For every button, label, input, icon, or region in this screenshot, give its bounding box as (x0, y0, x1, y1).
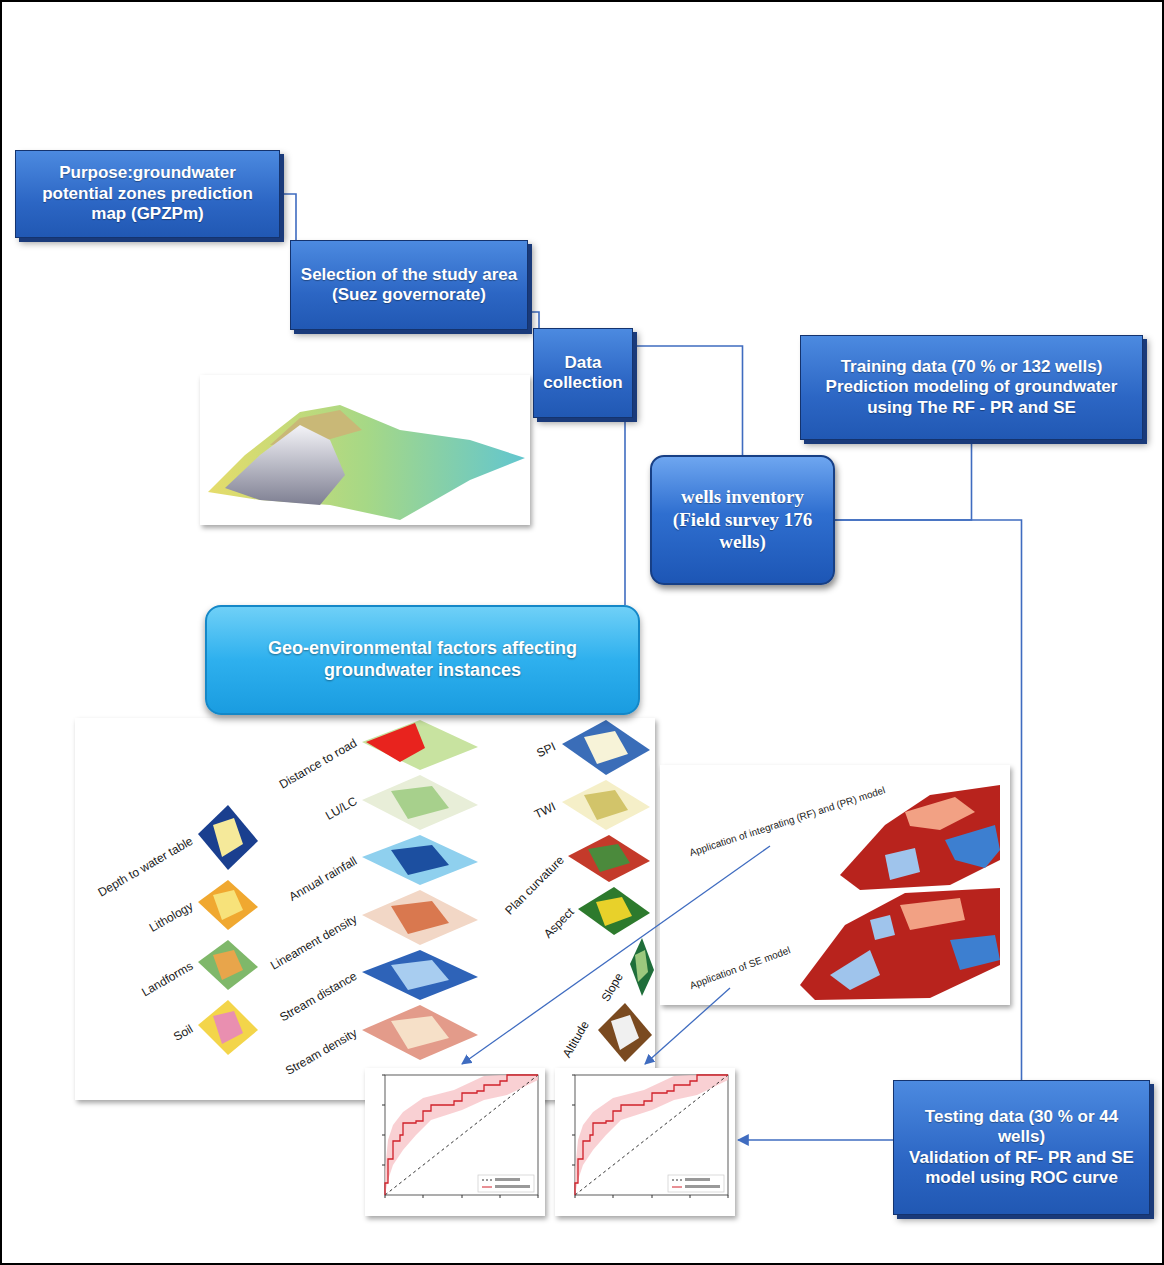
data-box: Testing data (30 % or 44 wells)Validatio… (893, 1080, 1150, 1215)
layer-patch-detail (366, 723, 425, 762)
layer-patch-detail (596, 897, 632, 926)
layer-patch (568, 835, 650, 882)
data-box: Training data (70 % or 132 wells)Predict… (800, 335, 1143, 440)
process-box: Data collection (533, 328, 633, 418)
layer-label: Annual rainfall (287, 854, 360, 904)
box-text: Prediction modeling of groundwater using… (809, 377, 1134, 418)
layer-label: Aspect (541, 905, 577, 941)
layer-patch-detail (584, 790, 628, 820)
layer-label: Soil (171, 1022, 196, 1044)
layer-label: Distance to road (277, 736, 360, 792)
leader-arrow (462, 846, 770, 1064)
box-text: Geo-environmental factors affecting grou… (215, 638, 630, 681)
layer-patch (362, 835, 478, 885)
layer-patch-detail (213, 818, 243, 857)
layer-label: Landforms (139, 959, 195, 1000)
map-zone (945, 825, 1000, 868)
layer-patch (630, 938, 654, 996)
map-zone (900, 898, 965, 930)
layer-patch-detail (391, 786, 449, 819)
layer-patch (562, 780, 650, 830)
layer-patch-detail (588, 844, 630, 872)
layer-patch-detail (213, 890, 243, 920)
connector-line (624, 418, 626, 605)
process-box: Selection of the study area(Suez governo… (290, 240, 528, 330)
layer-label: SPI (534, 739, 558, 760)
box-text: wells inventory (660, 486, 825, 509)
layer-label: Stream density (283, 1026, 360, 1078)
layer-label: Lithology (147, 899, 196, 935)
roc-plot-rf-pr (365, 1068, 545, 1216)
layer-label: TWI (532, 799, 558, 821)
box-text: Validation of RF- PR and SE model using … (902, 1148, 1141, 1189)
connector-line (528, 312, 539, 328)
purpose-box: Purpose:groundwater potential zones pred… (15, 150, 280, 238)
se-map (800, 888, 1000, 1000)
layer-patch-detail (635, 950, 648, 982)
layer-patch-detail (611, 1015, 639, 1050)
connector-line (835, 440, 972, 520)
layer-patch-detail (584, 731, 628, 764)
inventory-box: wells inventory(Field survey 176 wells) (650, 455, 835, 585)
layer-label: LU/LC (323, 794, 360, 823)
box-text: (Suez governorate) (299, 285, 519, 305)
layer-patch (198, 1000, 258, 1055)
model-label: Application of SE model (688, 944, 792, 992)
layer-patch (362, 950, 478, 1000)
layer-patch (362, 775, 478, 830)
box-text: Testing data (30 % or 44 wells) (902, 1107, 1141, 1148)
layer-patch-detail (391, 901, 449, 934)
box-text: Training data (70 % or 132 wells) (809, 357, 1134, 377)
layer-patch (362, 720, 478, 770)
box-text: Selection of the study area (299, 265, 519, 285)
leader-arrow (645, 988, 730, 1064)
maps-panel (660, 765, 1010, 1005)
layer-label: Altitude (560, 1018, 592, 1060)
map-zone (885, 848, 920, 880)
layer-patch-detail (391, 960, 449, 990)
layer-patch (362, 890, 478, 945)
layer-label: Plan curvature (502, 853, 567, 918)
layer-patch (198, 805, 258, 870)
layer-label: Depth to water table (95, 834, 195, 900)
factors-box: Geo-environmental factors affecting grou… (205, 605, 640, 715)
connector-line (633, 346, 743, 455)
layer-label: Slope (598, 970, 626, 1004)
layer-patch-detail (213, 950, 243, 980)
dem-terrain (208, 405, 525, 520)
map-zone (830, 950, 880, 990)
layers-panel (75, 718, 655, 1100)
box-text: Data collection (542, 353, 624, 394)
box-text: (Field survey 176 wells) (660, 509, 825, 555)
leader-arrow (738, 1139, 893, 1141)
dem-mountain (225, 425, 345, 505)
connector-line (280, 194, 296, 240)
layer-label: Stream distance (277, 969, 359, 1025)
box-text: Purpose:groundwater potential zones pred… (24, 163, 271, 224)
layer-patch (562, 720, 650, 775)
roc-plot-se (555, 1068, 735, 1216)
dem-panel (200, 375, 530, 525)
map-zone (950, 935, 1000, 970)
layer-patch (578, 887, 650, 935)
layer-label: Lineament density (268, 912, 360, 973)
map-zone (905, 797, 975, 830)
layer-patch (198, 940, 258, 990)
layer-patch (362, 1005, 478, 1060)
layer-patch (198, 880, 258, 930)
layer-patch-detail (213, 1011, 243, 1044)
layer-patch (598, 1003, 652, 1062)
layer-patch-detail (391, 1016, 449, 1049)
model-label: Application of integrating (RF) and (PR)… (688, 784, 887, 859)
layer-patch-detail (391, 845, 449, 875)
map-zone (870, 915, 895, 940)
